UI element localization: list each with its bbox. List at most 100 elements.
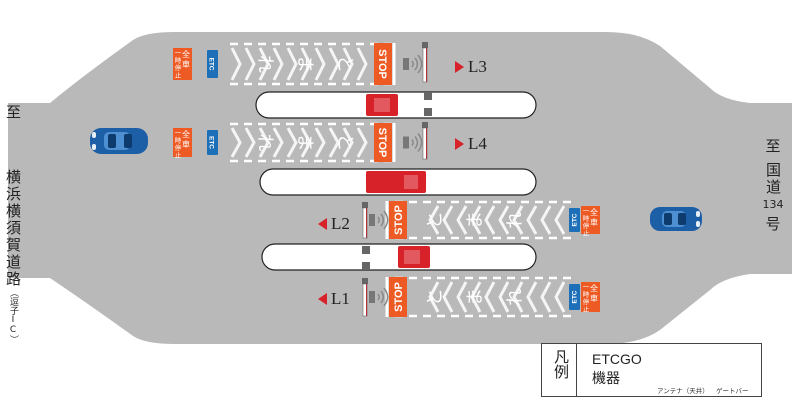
gate-post [422, 122, 428, 128]
stop-sign-char: 時 [583, 291, 590, 299]
antenna-wave [417, 133, 423, 152]
etc-sign-box [569, 208, 580, 232]
chevron-marking [300, 127, 312, 158]
road-text-char: れ [505, 288, 526, 306]
stop-sign-char: 車 [590, 217, 598, 227]
gate-bar-icon [422, 42, 428, 83]
chevron-marking [512, 281, 524, 313]
chevron-marking [230, 127, 242, 158]
chevron-marking [272, 47, 284, 81]
legend-etcgo: ETCGO 機器 [592, 350, 642, 388]
booth-1 [366, 94, 398, 116]
stop-sign-char: 全 [182, 129, 190, 139]
antenna-wave [380, 290, 385, 304]
chevron-marking [258, 47, 270, 81]
antenna-icon [403, 54, 423, 74]
destination-right-number: 134 [762, 198, 784, 211]
road-text-char: と [425, 211, 446, 229]
car-left [90, 128, 148, 154]
stop-sign-char: 一 [175, 129, 182, 137]
chevron-marking [286, 127, 298, 158]
stop-sign-char: 止 [583, 305, 590, 314]
chevron-marking [328, 47, 340, 81]
gate-post [422, 42, 428, 48]
chevron-marking [314, 127, 326, 158]
chevron-marking [484, 281, 496, 313]
stop-sign-char: 停 [583, 297, 590, 306]
etc-sign: ETC [207, 130, 218, 155]
lane-label-text: L1 [331, 289, 350, 308]
destination-left: 至 横浜横須賀道路（逗子IC） [3, 104, 24, 344]
antenna-wave [383, 210, 389, 230]
legend-antenna-caption: アンテナ（天井） [657, 388, 709, 395]
stop-sign-char: 全 [182, 49, 190, 59]
gate-bar [422, 47, 428, 83]
etc-sign: ETC [569, 208, 580, 232]
antenna-wave [411, 139, 414, 146]
stop-text: STOP [393, 205, 405, 235]
gate-post [362, 202, 368, 208]
direction-arrow-icon [455, 138, 464, 150]
booth-post [424, 108, 432, 116]
stop-sign-char: 止 [175, 151, 182, 160]
stop-marking: STOP [389, 201, 407, 239]
chevron-marking [230, 47, 242, 81]
etc-sign-box [207, 50, 218, 78]
road-text-char: れ [505, 211, 526, 229]
chevron-marking [526, 205, 538, 235]
legend-title: 凡例 [552, 349, 570, 379]
stop-sign-char: 時 [583, 215, 590, 223]
stop-text: STOP [376, 49, 388, 79]
stop-sign-box [173, 48, 192, 80]
road-text-char: れ [254, 134, 275, 152]
destination-right-name: 国道 [764, 162, 782, 196]
gate-bar-icon [362, 278, 368, 317]
chevron-marking [456, 205, 468, 235]
stop-text: STOP [376, 128, 388, 158]
stop-sign-char: 止 [583, 229, 590, 238]
chevron-marking [356, 127, 368, 158]
antenna-wave [417, 54, 423, 74]
road-text-char: れ [254, 55, 275, 73]
car-right [650, 207, 702, 231]
destination-left-prefix: 至 [4, 104, 22, 121]
chevron-marking [498, 281, 510, 313]
stop-marking: STOP [389, 277, 407, 317]
antenna-icon [369, 210, 389, 230]
lane-label-L2: L2 [318, 214, 350, 234]
antenna-wave [383, 287, 389, 307]
chevron-marking [244, 127, 256, 158]
stop-sign-char: 車 [182, 59, 190, 69]
antenna-icon [403, 133, 423, 152]
stop-box [389, 201, 407, 239]
chevron-marking [512, 205, 524, 235]
legend: 凡例 ETCGO 機器 アンテナ（天井） ゲートバー [541, 343, 762, 397]
chevron-marking [498, 205, 510, 235]
booth-post [362, 246, 370, 254]
lane-label-L3: L3 [455, 57, 487, 77]
stop-sign-box [581, 282, 600, 312]
stop-sign-char: 時 [175, 57, 182, 65]
chevron-marking [554, 281, 566, 313]
booth-post [424, 92, 432, 100]
chevron-marking [484, 205, 496, 235]
stop-sign-char: 車 [590, 293, 598, 303]
road-text-char: ま [294, 55, 315, 73]
lane-label-L4: L4 [455, 134, 487, 154]
antenna-wave [414, 57, 419, 71]
antenna-body [369, 214, 375, 226]
antenna-body [403, 58, 409, 70]
stop-sign-char: 時 [175, 137, 182, 145]
lane-label-text: L2 [331, 214, 350, 233]
stop-box [374, 43, 392, 85]
antenna-wave [414, 136, 419, 149]
